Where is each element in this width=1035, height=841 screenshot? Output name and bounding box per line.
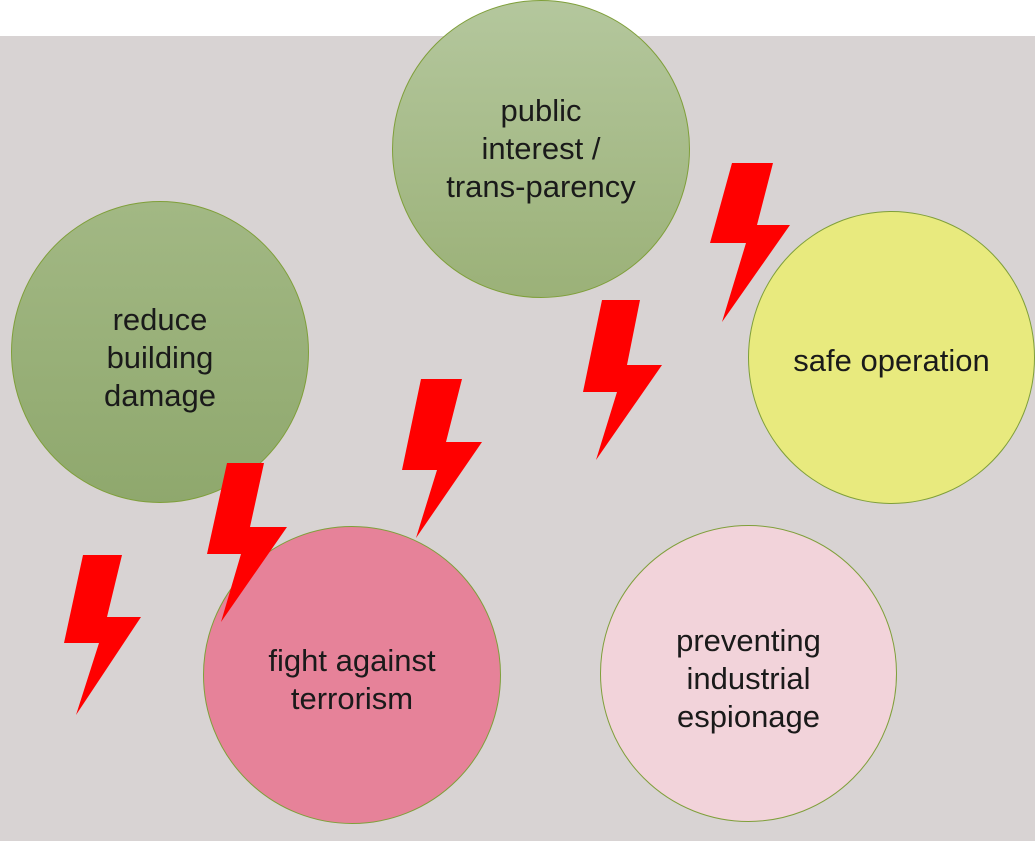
goal-public-interest-label: public interest / trans-parency xyxy=(446,93,636,204)
goal-safe-operation-label: safe operation xyxy=(793,342,990,378)
goal-public-interest: public interest / trans-parency xyxy=(392,0,690,298)
goal-reduce-building-damage: reduce building damage xyxy=(11,201,309,503)
goal-safe-operation: safe operation xyxy=(748,211,1035,504)
goal-reduce-building-damage-label: reduce building damage xyxy=(103,302,217,413)
goal-fight-terrorism: fight against terrorism xyxy=(203,526,501,824)
goal-fight-terrorism-label: fight against terrorism xyxy=(268,643,436,716)
goal-prevent-espionage: preventing industrial espionage xyxy=(600,525,897,822)
goal-prevent-espionage-label: preventing industrial espionage xyxy=(676,622,821,734)
